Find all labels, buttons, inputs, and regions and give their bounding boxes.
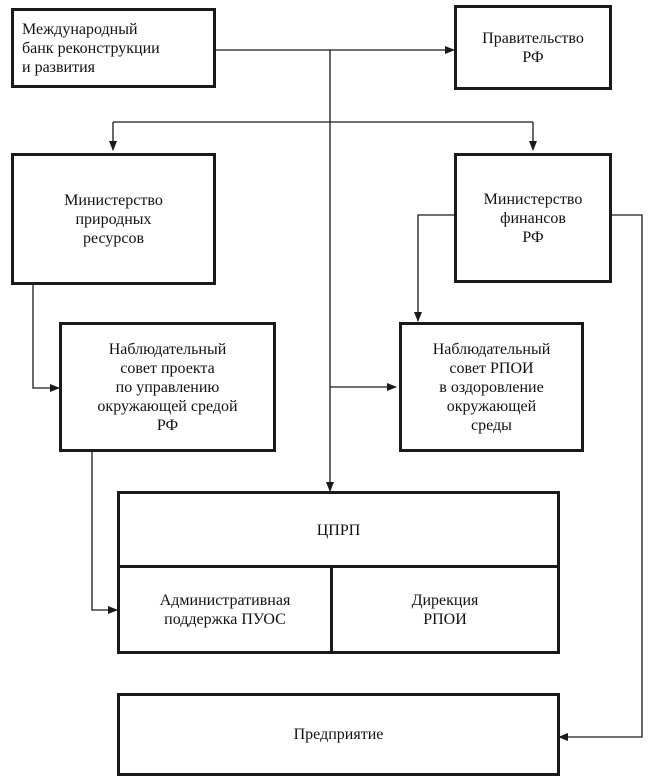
node-government: Правительство РФ [454,5,612,90]
node-cprp-block [117,491,560,654]
node-ministry-finance: Министерство финансов РФ [454,153,612,283]
node-admin-support-label: Административная поддержка ПУОС [159,591,291,628]
node-council-env: Наблюдательный совет проекта по управлен… [59,322,276,452]
node-ministry-resources: Министерство природных ресурсов [11,153,216,285]
edge-ministry-resources-to-council-env [32,285,60,392]
node-government-label: Правительство РФ [482,29,584,66]
node-ministry-finance-label: Министерство финансов РФ [483,190,583,246]
node-cprp: ЦПРП [120,494,557,566]
node-council-env-label: Наблюдательный совет проекта по управлен… [97,340,238,434]
node-cprp-label: ЦПРП [316,521,361,539]
node-ibrd: Международный банк реконструкции и разви… [11,8,216,88]
node-enterprise-label: Предприятие [293,726,384,743]
cprp-divider-horizontal [117,565,560,568]
edge-ministry-finance-to-council-rpoi [414,214,454,322]
edge-ministry-finance-to-enterprise [558,214,643,741]
cprp-divider-vertical [330,565,333,654]
edge-council-env-to-admin-support [91,452,118,614]
node-ministry-resources-label: Министерство природных ресурсов [64,191,163,247]
node-enterprise: Предприятие [117,693,560,776]
node-council-rpoi: Наблюдательный совет РПОИ в оздоровление… [399,322,584,452]
node-directorate: Дирекция РПОИ [333,568,557,651]
node-admin-support: Административная поддержка ПУОС [120,568,330,651]
node-directorate-label: Дирекция РПОИ [411,591,479,628]
node-council-rpoi-label: Наблюдательный совет РПОИ в оздоровление… [432,340,551,434]
node-ibrd-label: Международный банк реконструкции и разви… [22,20,160,76]
